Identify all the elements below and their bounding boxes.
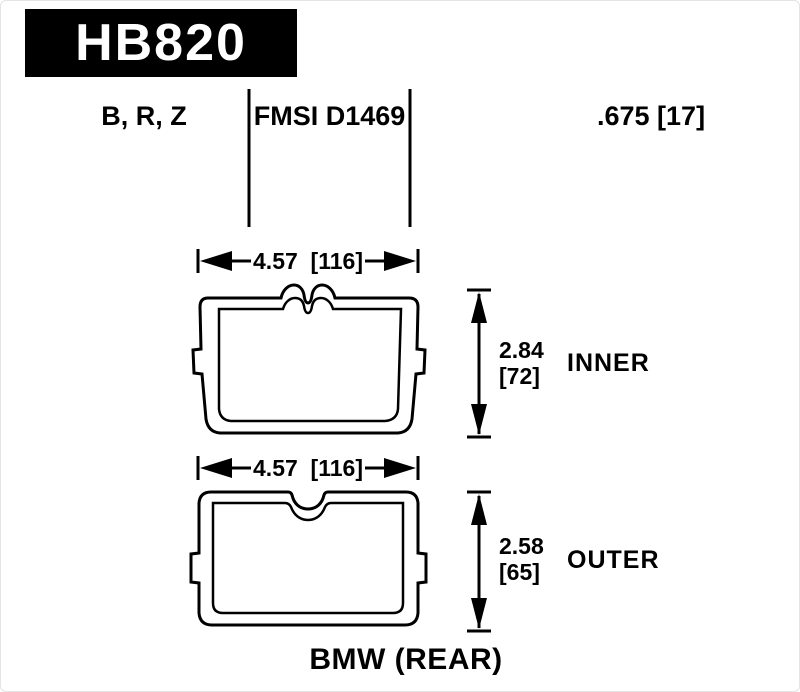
arrow-down-icon [471,404,487,435]
outer-pad-friction-material [211,501,405,615]
arrow-left-icon [200,251,232,271]
outer-pad-label: OUTER [567,546,660,574]
arrow-down-icon [471,598,487,629]
outer-pad-drawing [189,490,428,627]
outer-pad-height-mm: [65] [499,559,540,585]
outer-pad-height-dimension-arrows [467,490,491,633]
inner-pad-friction-material [217,296,403,423]
inner-pad-backing-plate [191,283,427,435]
outer-pad-backing-plate [189,490,428,627]
compound-codes: B, R, Z [101,101,187,131]
vehicle-application: BMW (REAR) [309,643,503,676]
arrow-up-icon [471,292,487,323]
outer-pad-width-dimension-arrows [196,456,420,480]
inner-pad-label: INNER [567,349,650,377]
outer-pad-height-inches: 2.58 [499,533,544,559]
arrow-right-icon [384,458,416,478]
inner-pad-height-inches: 2.84 [499,337,544,363]
inner-pad-height-mm: [72] [499,363,540,389]
arrow-right-icon [384,251,416,271]
fmsi-number: FMSI D1469 [253,101,406,131]
arrow-up-icon [471,494,487,525]
inner-pad-width-dimension-arrows [196,249,420,273]
inner-pad-drawing [191,283,427,435]
pad-thickness: .675 [17] [597,101,706,131]
part-number: HB820 [75,14,247,72]
inner-pad-height-dimension-arrows [467,288,491,439]
arrow-left-icon [200,458,232,478]
fmsi-separator-lines [247,89,412,227]
outer-pad-width-value: 4.57 [116] [253,455,363,481]
part-number-box: HB820 [25,9,297,77]
inner-pad-width-value: 4.57 [116] [253,248,363,274]
